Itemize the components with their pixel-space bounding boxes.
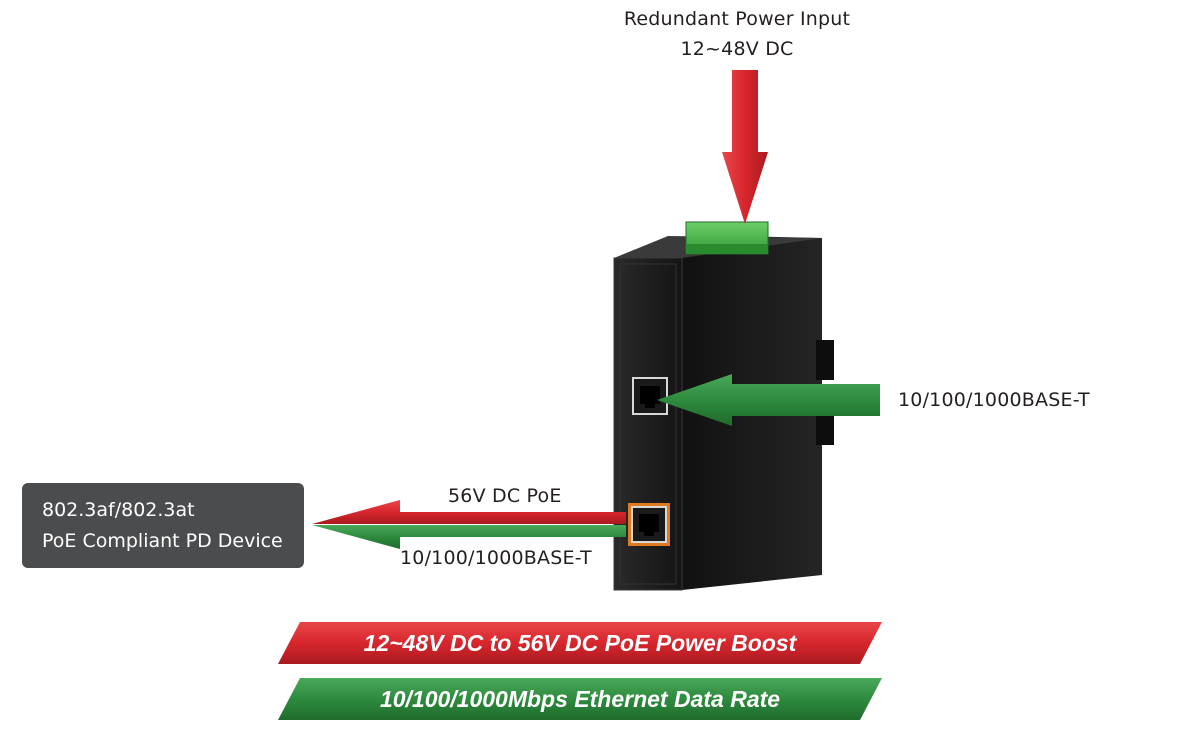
data-rate-text: 10/100/1000Mbps Ethernet Data Rate	[379, 685, 781, 712]
pd-device-line1: 802.3af/802.3at	[42, 499, 195, 521]
power-banner-bg	[278, 622, 882, 664]
redundant-power-label: Redundant Power Input 12~48V DC	[612, 8, 862, 60]
data-rate-banner: 10/100/1000Mbps Ethernet Data Rate	[278, 678, 882, 720]
power-input-arrow	[722, 70, 768, 224]
pd-device-line2: PoE Compliant PD Device	[42, 530, 283, 552]
rj45-port-poe-out	[628, 503, 670, 546]
power-boost-banner: 12~48V DC to 56V DC PoE Power Boost	[278, 622, 882, 664]
right-data-label: 10/100/1000BASE-T	[898, 389, 1090, 411]
poe-out-arrow	[312, 500, 626, 524]
pd-device-box: 802.3af/802.3at PoE Compliant PD Device	[22, 483, 304, 568]
data-out-arrow	[312, 525, 626, 549]
power-boost-text: 12~48V DC to 56V DC PoE Power Boost	[363, 629, 797, 656]
data-in-arrow	[657, 374, 880, 426]
redundant-power-line2: 12~48V DC	[680, 38, 794, 60]
data-banner-bg	[278, 678, 882, 720]
rj45-port-data-in	[632, 377, 668, 415]
din-clip-upper	[816, 340, 834, 380]
din-clip-lower	[816, 410, 834, 445]
poe-output-label: 56V DC PoE	[448, 485, 562, 507]
redundant-power-line1: Redundant Power Input	[623, 8, 851, 30]
data-output-label: 10/100/1000BASE-T	[400, 547, 592, 569]
